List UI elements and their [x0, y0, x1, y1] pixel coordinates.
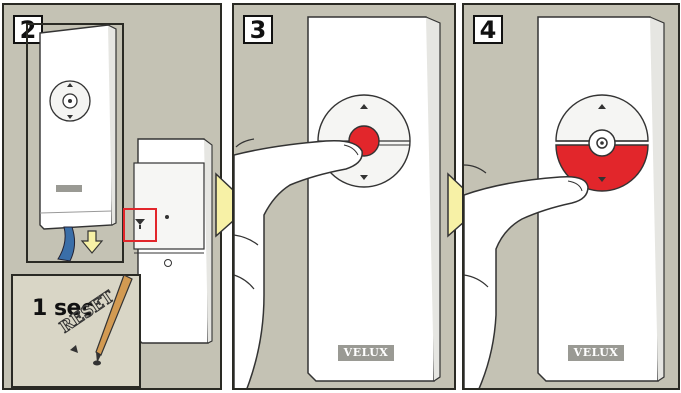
step-2-illustration: [4, 5, 222, 390]
remote-body: [40, 25, 112, 229]
remote-body: [308, 17, 434, 381]
holder-back-plate: [134, 163, 204, 249]
step-3-illustration: [234, 5, 456, 390]
remote-brand-label: VELUX: [338, 345, 394, 361]
step-4-panel: 4 VELUX: [462, 3, 680, 390]
step-3-panel: 3 VELUX: [232, 3, 456, 390]
step-4-illustration: [464, 5, 680, 390]
remote-brand-label: VELUX: [568, 345, 624, 361]
battery-tab: [58, 227, 75, 261]
remote-brand-plate: [56, 185, 82, 192]
reset-hole: [165, 215, 169, 219]
arrow-down-icon: [82, 231, 102, 253]
step-2-panel: 2: [2, 3, 222, 390]
